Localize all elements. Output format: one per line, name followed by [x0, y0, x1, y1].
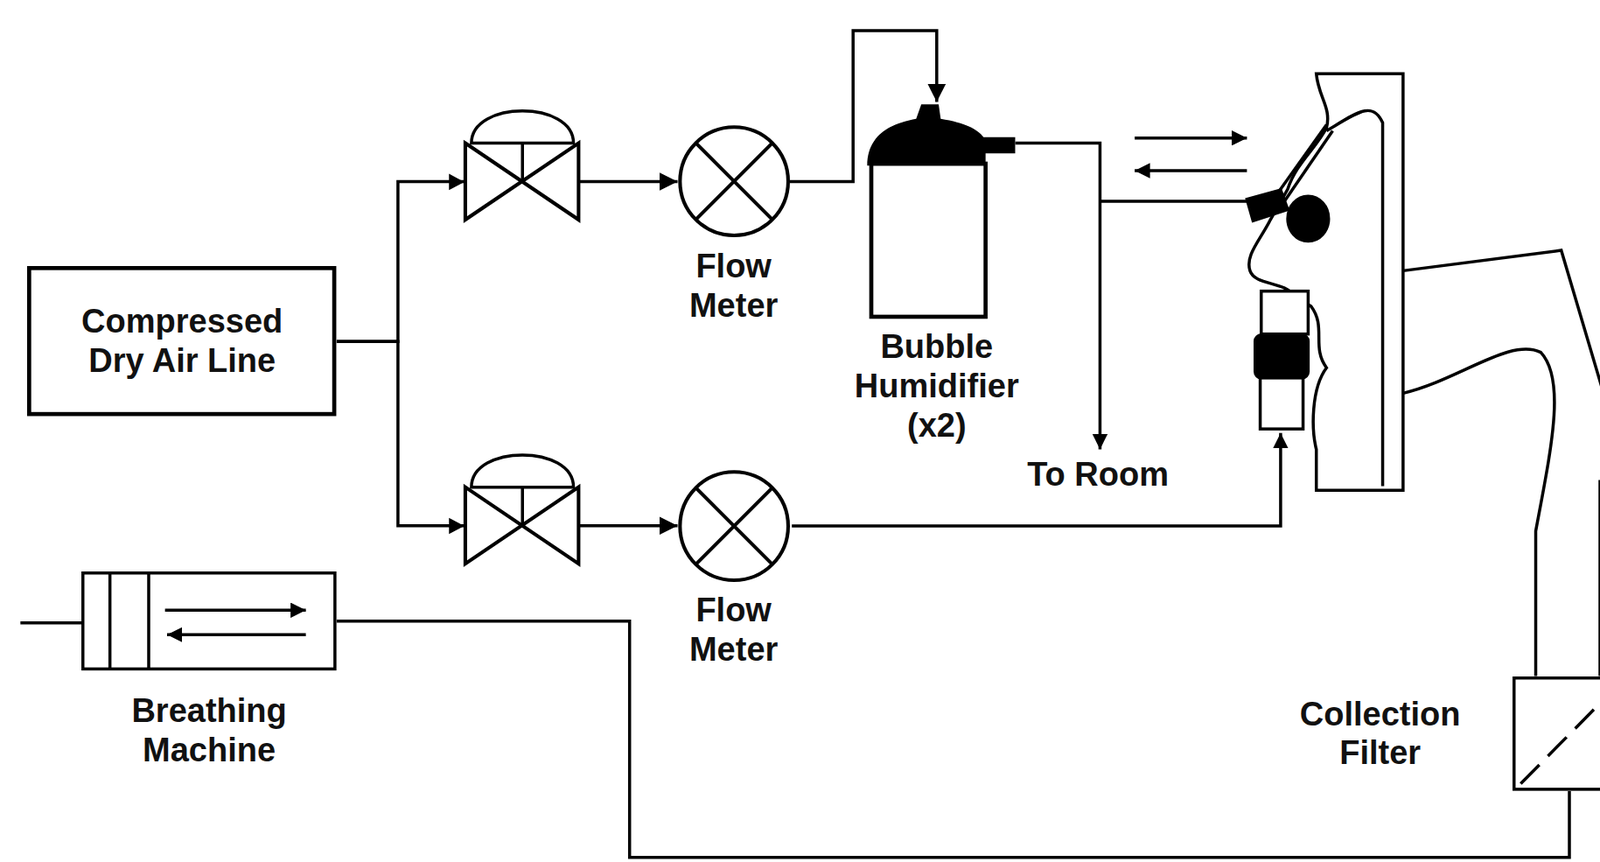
diagram-node: Breathing Machine: [81, 571, 337, 671]
text-holder: Compressed Dry Air Line: [27, 265, 336, 416]
diagram-node: Flow Meter: [677, 469, 790, 582]
diagram-node: Bubble Humidifier (x2): [865, 102, 1015, 319]
flow-connector: [336, 621, 1570, 858]
node-label: Collection Filter: [1279, 694, 1482, 774]
node-label: Breathing Machine: [99, 691, 319, 770]
node-label: Flow Meter: [663, 590, 804, 670]
diagram-node: Flow Meter: [677, 125, 790, 238]
flow-arrow: [1134, 136, 1247, 140]
diagram-node: Collection Filter: [1512, 676, 1600, 791]
outlet-line: [1015, 143, 1101, 450]
node-label: Flow Meter: [663, 246, 804, 326]
flow-meter-circle: [677, 125, 790, 238]
nebulizer-line: [791, 433, 1281, 526]
flow-connector: [336, 181, 678, 343]
valve-symbol: [448, 454, 579, 564]
flow-meter-circle: [677, 469, 790, 582]
humidifier-symbol: [865, 102, 1015, 319]
valve-symbol: [448, 111, 579, 220]
piston-rod: [20, 621, 82, 624]
diagram-node: Compressed Dry Air Line: [27, 265, 336, 416]
filter-symbol: [1512, 676, 1600, 791]
mannequin: [1246, 73, 1600, 676]
piston-cylinder: [81, 571, 337, 671]
outlet-label: To Room: [1024, 454, 1172, 495]
air-supply-box: [27, 265, 336, 416]
flow-connector: [336, 341, 678, 526]
flow-arrow: [1134, 168, 1247, 172]
node-label: Bubble Humidifier (x2): [827, 327, 1047, 445]
node-label: Compressed Dry Air Line: [59, 301, 305, 381]
mask-line: [1099, 199, 1249, 203]
